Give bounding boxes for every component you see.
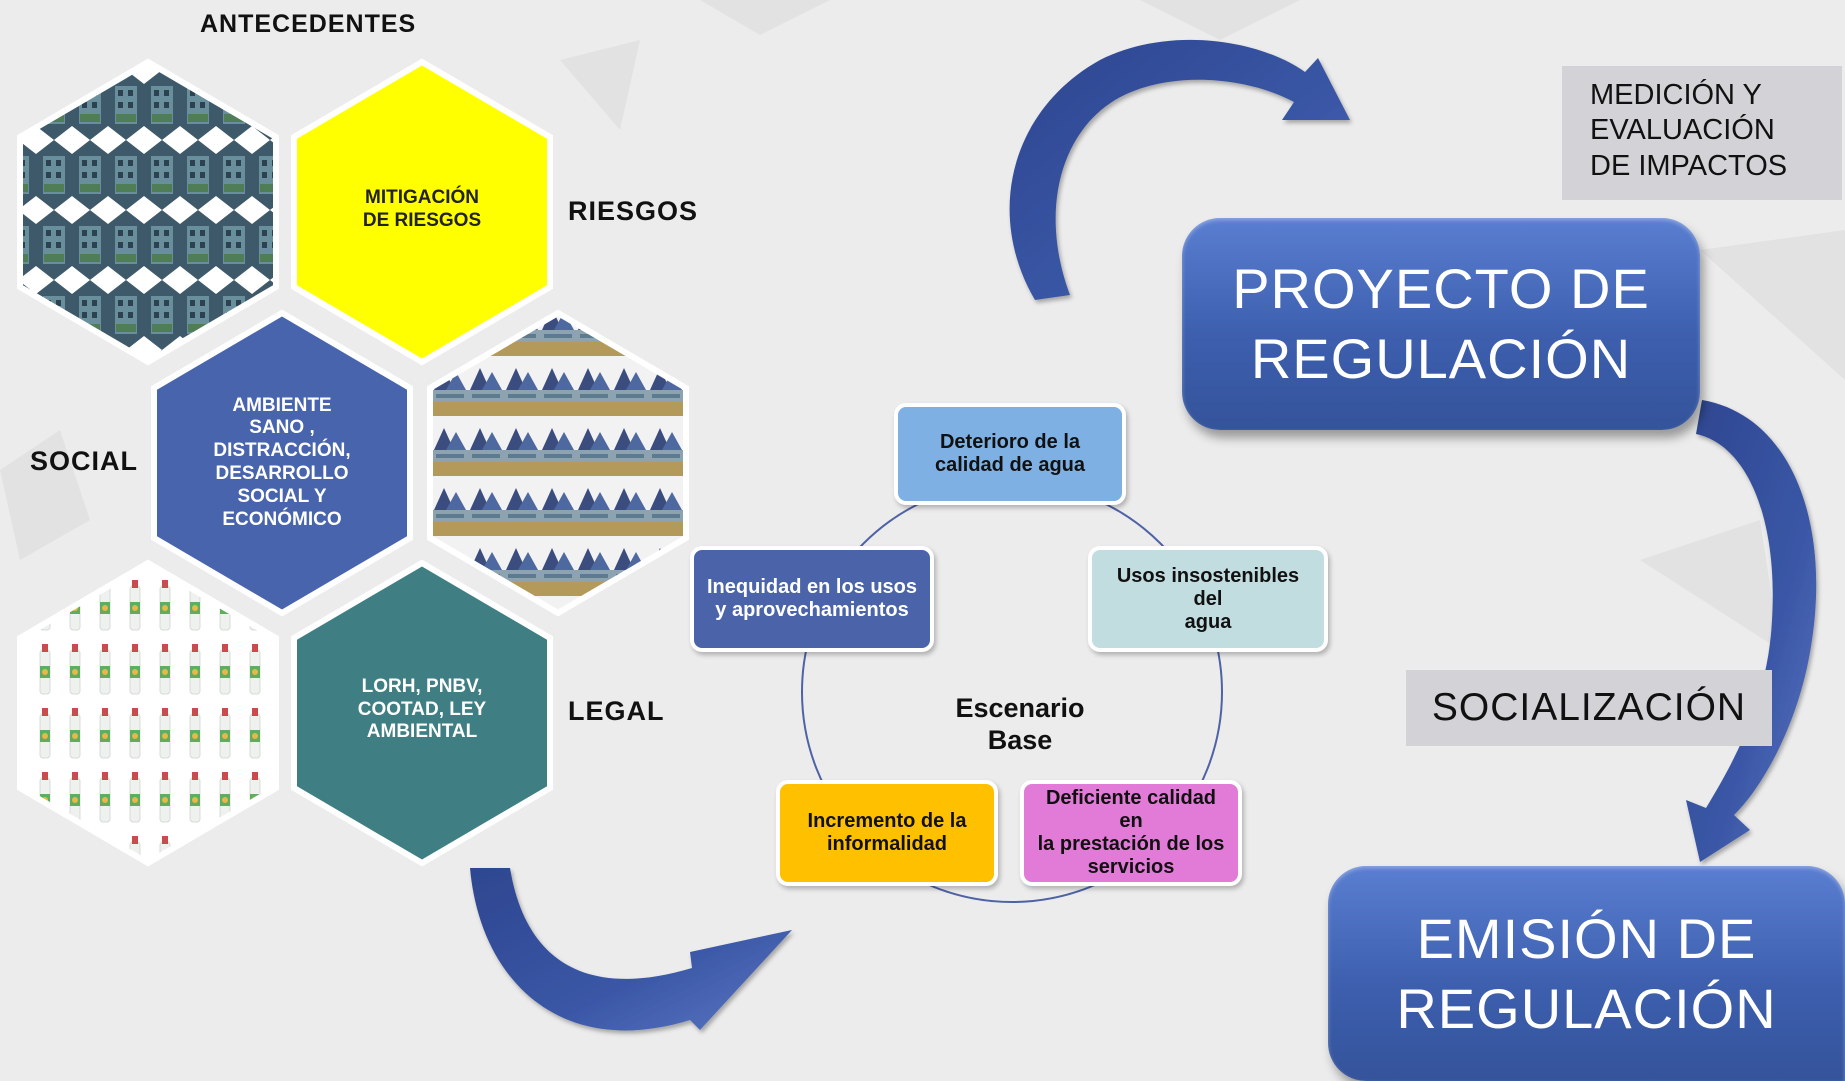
escenario-base-label: Escenario Base [955, 692, 1085, 755]
node-usos-insostenibles: Usos insostenibles del agua [1088, 546, 1328, 652]
node-deterioro: Deterioro de la calidad de agua [894, 403, 1126, 505]
hex-mitigacion [291, 58, 553, 366]
arrow-proyecto-to-emision [1686, 400, 1817, 862]
proyecto-regulacion-box: PROYECTO DE REGULACIÓN [1182, 218, 1700, 430]
riesgos-label: RIESGOS [568, 196, 699, 226]
emision-regulacion-box: EMISIÓN DE REGULACIÓN [1328, 866, 1845, 1081]
medicion-evaluacion-box: MEDICIÓN Y EVALUACIÓN DE IMPACTOS [1562, 66, 1842, 200]
hex-ambiente [151, 309, 413, 617]
hex-ambiente-text: AMBIENTE SANO , DISTRACCIÓN, DESARROLLO … [213, 394, 351, 530]
legal-label: LEGAL [568, 696, 665, 726]
node-deficiente-calidad: Deficiente calidad en la prestación de l… [1020, 780, 1242, 886]
hex-mitigacion-text: MITIGACIÓN DE RIESGOS [362, 187, 482, 231]
hex-city-image [17, 58, 279, 366]
hex-legal-text: LORH, PNBV, COOTAD, LEY AMBIENTAL [357, 675, 487, 743]
socializacion-box: SOCIALIZACIÓN [1406, 670, 1772, 746]
background-decoration [0, 0, 1845, 650]
hex-bottle-image [17, 559, 279, 867]
arrow-to-proyecto [1009, 39, 1350, 300]
antecedentes-title: ANTECEDENTES [200, 10, 417, 38]
social-label: SOCIAL [30, 446, 139, 476]
node-incremento-informalidad: Incremento de la informalidad [776, 780, 998, 886]
hex-dam-image [427, 309, 689, 617]
hexagon-cluster [17, 58, 689, 867]
arrow-hex-to-cycle [470, 868, 792, 1031]
node-inequidad: Inequidad en los usos y aprovechamientos [690, 546, 934, 652]
hex-legal [291, 559, 553, 867]
